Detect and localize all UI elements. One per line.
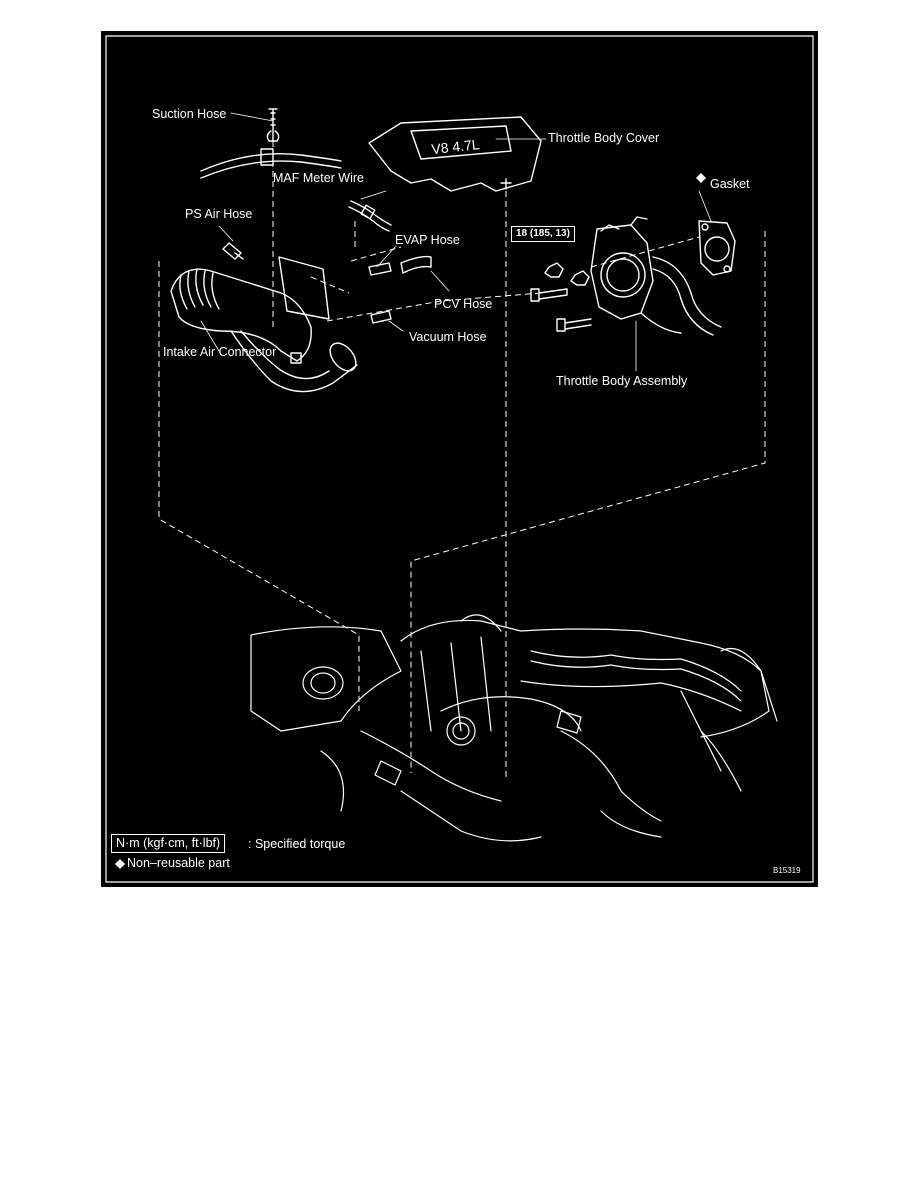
gasket-shape [698,220,736,276]
diagram-artwork: V8 4.7L [105,35,814,883]
intake-air-connector-shape [170,268,312,362]
throttle-body-cover-shape [368,116,542,192]
label-pcv-hose: PCV Hose [434,297,493,311]
label-intake-air-connector: Intake Air Connector [163,345,277,359]
suction-hose-shape [200,153,342,172]
throttle-body-shape [590,224,654,320]
label-gasket: Gasket [710,177,750,191]
bolt-2 [564,318,592,330]
legend-torque-unit: N·m (kgf·cm, ft·lbf) [111,834,226,853]
label-evap-hose: EVAP Hose [395,233,460,247]
label-throttle-body-cover: Throttle Body Cover [548,131,660,145]
legend-torque-desc: : Specified torque [248,837,346,851]
ps-air-hose-shape [222,242,242,260]
pcv-hose-shape [400,255,432,274]
clamp-bolt [268,108,278,142]
engine-illustration [250,614,778,842]
evap-hose-shape [368,262,392,276]
torque-value-box: 18 (185, 13) [511,226,575,242]
legend-non-reusable: Non–reusable part [127,856,230,870]
figure-border [105,35,814,883]
label-maf-meter-wire: MAF Meter Wire [273,171,364,185]
dashed-line-right [410,231,766,773]
nut-2 [570,270,590,286]
dashed-line-left [158,261,360,711]
diamond-icon-gasket [696,173,706,183]
label-ps-air-hose: PS Air Hose [185,207,253,221]
maf-wire-shape [348,206,390,232]
vacuum-hose-shape [370,310,392,324]
label-throttle-body-assembly: Throttle Body Assembly [556,374,688,388]
diamond-icon-legend [115,859,125,869]
exploded-diagram: V8 4.7L [101,31,818,887]
label-vacuum-hose: Vacuum Hose [409,330,487,344]
svg-text:V8 4.7L: V8 4.7L [431,136,481,157]
bolt-1 [538,288,568,300]
nut-1 [544,262,564,278]
figure-id: B15319 [773,866,801,875]
label-suction-hose: Suction Hose [152,107,227,121]
